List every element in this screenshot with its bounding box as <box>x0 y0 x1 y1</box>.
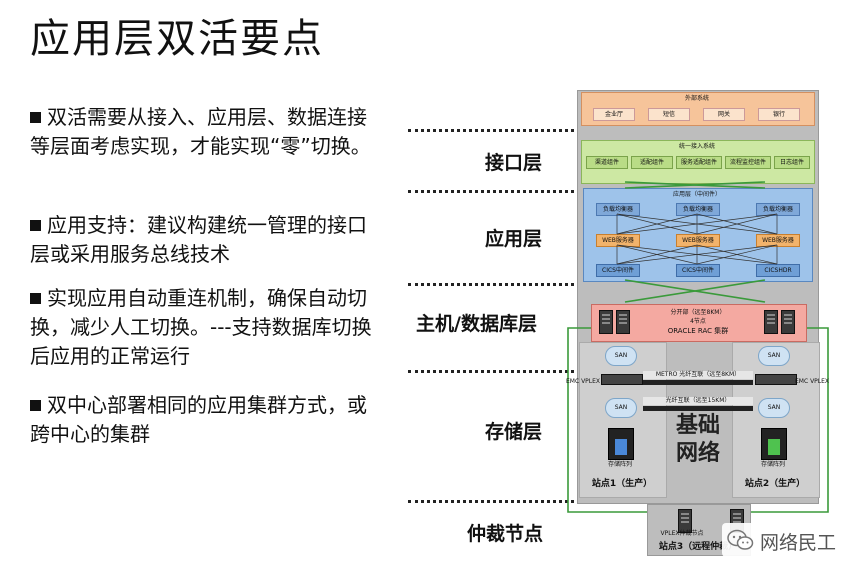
bullet-item: 双中心部署相同的应用集群方式，或跨中心的集群 <box>30 391 380 449</box>
db-nodes-label: 4节点 <box>690 318 706 325</box>
site2-column <box>732 342 820 498</box>
external-item: 短信 <box>648 108 690 121</box>
san-cloud-icon: SAN <box>605 346 637 366</box>
access-item: 渠道组件 <box>586 156 628 169</box>
san-cloud-icon: SAN <box>605 398 637 418</box>
app-layer-title: 应用层（中间件） <box>672 191 721 198</box>
app-middleware: CICS中间件 <box>676 264 720 277</box>
emc-vplex-right-label: EMC VPLEX <box>795 378 830 385</box>
layer-label-arbiter: 仲裁节点 <box>467 523 544 545</box>
storage-array-icon <box>761 428 787 460</box>
web-server: WEB服务器 <box>596 234 640 247</box>
layer-divider <box>408 129 574 132</box>
db-cluster-label: ORACLE RAC 集群 <box>667 327 729 335</box>
layer-label-host-db: 主机/数据库层 <box>416 313 537 335</box>
metro-link-label: METRO 光纤互联（远至8KM） <box>643 371 753 379</box>
metro-link-arrow <box>643 380 753 385</box>
san-cloud-icon: SAN <box>758 346 790 366</box>
arbiter-server-icon <box>678 509 692 533</box>
db-server-icon <box>599 310 613 334</box>
bullet-square-icon <box>30 293 41 304</box>
load-balancer: 负载均衡器 <box>596 203 640 216</box>
fiber-link-label: 光纤互联（远至15KM） <box>643 397 753 405</box>
layer-label-app: 应用层 <box>485 228 543 250</box>
web-server: WEB服务器 <box>676 234 720 247</box>
db-server-icon <box>616 310 630 334</box>
vplex-device-icon <box>755 374 797 385</box>
site1-label: 站点1（生产） <box>591 479 653 489</box>
layer-divider <box>408 283 574 286</box>
web-server: WEB服务器 <box>756 234 800 247</box>
site2-label: 站点2（生产） <box>744 479 806 489</box>
arbiter-node-label: VPLEX仲裁节点 <box>660 530 704 537</box>
bullet-text: 应用支持：建议构建统一管理的接口层或采用服务总线技术 <box>30 213 367 266</box>
storage-array-right-label: 存储阵列 <box>760 461 785 468</box>
site1-column <box>579 342 667 498</box>
layer-label-storage: 存储层 <box>485 421 543 443</box>
bullet-text: 实现应用自动重连机制，确保自动切换，减少人工切换。---支持数据库切换后应用的正… <box>30 286 372 368</box>
app-middleware: CICS中间件 <box>596 264 640 277</box>
db-server-icon <box>764 310 778 334</box>
app-middleware: CICSHDR <box>756 264 800 277</box>
bullet-item: 双活需要从接入、应用层、数据连接等层面考虑实现，才能实现“零”切换。 <box>30 103 380 161</box>
access-item: 流程监控组件 <box>725 156 771 169</box>
base-network-label: 基础网络 <box>675 413 720 466</box>
access-item: 日志组件 <box>774 156 810 169</box>
fiber-link-arrow <box>643 406 753 411</box>
load-balancer: 负载均衡器 <box>676 203 720 216</box>
bullet-text: 双活需要从接入、应用层、数据连接等层面考虑实现，才能实现“零”切换。 <box>30 105 371 158</box>
bullet-square-icon <box>30 400 41 411</box>
access-layer-title: 统一接入系统 <box>678 143 715 150</box>
access-item: 适配组件 <box>631 156 673 169</box>
storage-array-icon <box>608 428 634 460</box>
storage-array-left-label: 存储阵列 <box>607 461 632 468</box>
bullet-square-icon <box>30 220 41 231</box>
emc-vplex-left-label: EMC VPLEX <box>566 378 601 385</box>
external-item: 金业厅 <box>593 108 635 121</box>
load-balancer: 负载均衡器 <box>756 203 800 216</box>
bullet-item: 应用支持：建议构建统一管理的接口层或采用服务总线技术 <box>30 211 380 269</box>
page-title: 应用层双活要点 <box>30 16 324 62</box>
bullet-square-icon <box>30 112 41 123</box>
bullet-text: 双中心部署相同的应用集群方式，或跨中心的集群 <box>30 393 367 446</box>
external-item: 银行 <box>758 108 800 121</box>
san-cloud-icon: SAN <box>758 398 790 418</box>
layer-label-access: 接口层 <box>485 152 543 174</box>
vplex-device-icon <box>601 374 643 385</box>
layer-divider <box>408 190 574 193</box>
bullet-item: 实现应用自动重连机制，确保自动切换，减少人工切换。---支持数据库切换后应用的正… <box>30 284 380 371</box>
watermark-box: 网络民工 <box>722 523 862 557</box>
watermark-text: 网络民工 <box>760 532 837 554</box>
external-item: 网关 <box>703 108 745 121</box>
layer-divider <box>408 500 574 503</box>
external-systems-title: 外部系统 <box>684 95 709 102</box>
db-server-icon <box>781 310 795 334</box>
access-item: 服务适配组件 <box>676 156 722 169</box>
wechat-logo-icon <box>727 529 754 550</box>
db-distance-label: 分开部（远至8KM） <box>670 309 726 316</box>
layer-divider <box>408 370 574 373</box>
site3-label: 站点3（远程仲裁） <box>658 542 738 552</box>
